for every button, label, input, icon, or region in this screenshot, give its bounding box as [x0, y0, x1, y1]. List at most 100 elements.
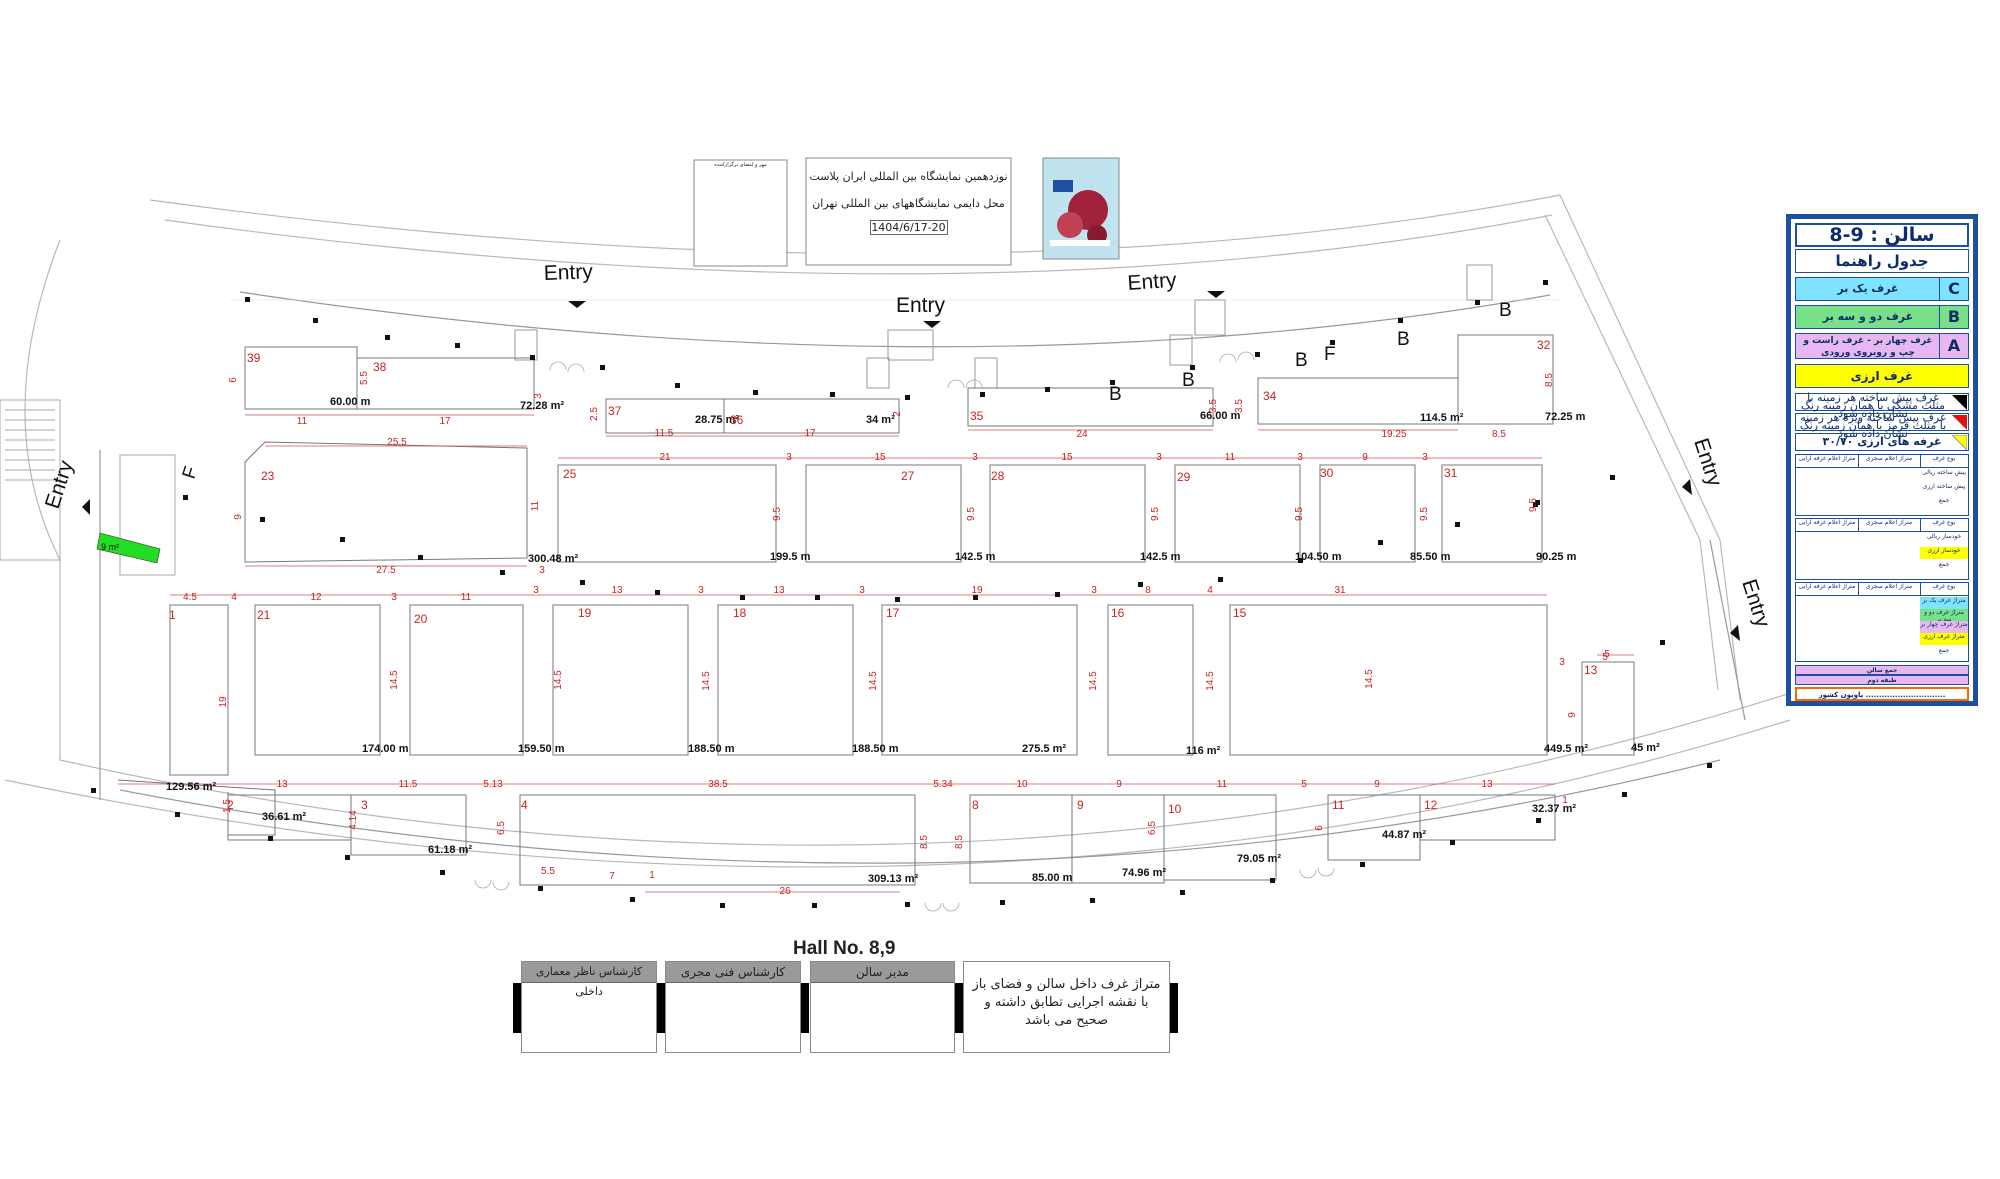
booth-number-35: 35	[970, 409, 984, 423]
legend-row-b-code: B	[1939, 306, 1968, 328]
dimension-label: 3	[391, 592, 397, 603]
signature-manager: مدیر سالن	[810, 961, 955, 1053]
dimension-label: 6	[1314, 825, 1325, 831]
dimension-label: 9.5	[966, 507, 977, 521]
booth-number-8: 8	[972, 798, 979, 812]
booth-number-17: 17	[886, 606, 900, 620]
booth-area-35: 66.00 m	[1200, 410, 1241, 422]
legend-row-a-code: A	[1939, 334, 1968, 358]
dimension-label: 21	[659, 452, 671, 463]
t3-head-2: متراژ اعلام غرفه آرایی	[1796, 583, 1859, 596]
booth-number-34: 34	[1263, 389, 1277, 403]
dimension-label: 14.5	[1088, 671, 1099, 691]
t2-row-2: جمع	[1938, 561, 1950, 568]
booth-number-38: 38	[373, 360, 387, 374]
dimension-label: 6.5	[1147, 821, 1158, 835]
legend-note-black-text: غرف پیش ساخته هر زمینه با مثلث مشکی با ه…	[1800, 391, 1946, 420]
signature-note: متراژ غرف داخل سالن و فضای باز با نقشه ا…	[963, 961, 1170, 1053]
t2-head-0: نوع غرف	[1920, 519, 1968, 532]
booth-area-21: 174.00 m	[362, 743, 409, 755]
dimension-label: 9.5	[1294, 507, 1305, 521]
exhibition-poster	[1042, 157, 1120, 260]
stamp-caption: مهر و امضای برگزارکننده	[714, 162, 767, 168]
booth-area-37: 28.75 m²	[695, 414, 739, 426]
booth-type-b-label: B	[1295, 350, 1308, 371]
dimension-label: 4.5	[183, 592, 197, 603]
sign-bar-1	[513, 983, 521, 1033]
dimension-label: 14.5	[389, 670, 400, 690]
dimension-label: 9	[233, 514, 244, 520]
t2-row-1: خودساز ارزی	[1920, 547, 1968, 559]
entry-arrows	[82, 291, 1740, 641]
legend-foreign: غرف ارزی	[1795, 364, 1969, 388]
dimension-label: 17	[804, 428, 816, 439]
dimension-label: 9	[1362, 452, 1368, 463]
booth-number-11: 11	[1332, 798, 1345, 812]
booth-row-top	[244, 334, 1554, 563]
t3-row-4: جمع	[1938, 647, 1950, 654]
entry-label: Entry	[543, 260, 593, 285]
entry-label: Entry	[1127, 269, 1178, 295]
dimension-label: 9	[1116, 779, 1122, 790]
west-stairs	[0, 399, 176, 576]
dimension-label: 13	[773, 585, 785, 596]
dimension-label: 1	[649, 870, 655, 881]
door-swings	[474, 351, 1335, 912]
columns	[91, 280, 1712, 908]
dimension-label: 9.5	[1150, 507, 1161, 521]
dimension-label: 5	[1301, 779, 1307, 790]
dimension-label: 3	[539, 565, 545, 576]
booth-type-b-label: B	[1109, 384, 1122, 405]
t3-row-0: متراژ غرف یک بر	[1920, 597, 1968, 609]
signature-note-text: متراژ غرف داخل سالن و فضای باز با نقشه ا…	[972, 977, 1161, 1028]
dimension-label: 14.5	[553, 670, 564, 690]
dimension-label: 7	[609, 871, 615, 882]
dimension-label: 11	[1225, 452, 1236, 463]
dimension-label: 4	[1207, 585, 1213, 596]
dimension-label: 8	[1145, 585, 1151, 596]
booth-area-9: 74.96 m²	[1122, 867, 1166, 879]
booth-number-20: 20	[414, 612, 428, 626]
legend-table-2: متراژ اعلام غرفه آرایی متراژ اعلام سجری …	[1795, 518, 1969, 580]
booth-area-4: 309.13 m²	[868, 873, 918, 885]
legend-footer-1: جمع سالن	[1795, 665, 1969, 675]
exhibition-dates: 1404/6/17-20	[869, 220, 948, 235]
yellow-triangle-icon	[1952, 435, 1967, 450]
dimension-label: 17	[439, 416, 451, 427]
dimension-label: 3.5	[1234, 399, 1245, 413]
legend-note-red: غرف پیش ساخته ویژه هر زمینه با مثلث قرمز…	[1795, 411, 1969, 440]
legend-footer-2: طبقه دوم	[1795, 675, 1969, 685]
dimension-label: 1.5	[222, 799, 233, 813]
t3-row-2: متراژ غرف چهار بر	[1920, 621, 1968, 633]
booth-area-31: 90.25 m	[1536, 551, 1577, 563]
dimension-label: 26	[779, 886, 791, 897]
legend-row-a-label: غرف چهار بر - غرف راست و چپ و روبروی ورو…	[1803, 336, 1933, 358]
legend-row-c: غرف یک بر C	[1795, 277, 1969, 301]
dimension-label: 2.5	[589, 407, 600, 421]
t3-row-1: متراژ غرف دو و سه بر	[1920, 609, 1968, 623]
north-stairs	[514, 264, 1493, 389]
dimension-label: 3	[972, 452, 978, 463]
t1-row-0: پیش ساخته ریالی	[1922, 469, 1966, 476]
dimension-label: 13	[276, 779, 288, 790]
legend-row-c-label: غرف یک بر	[1837, 282, 1899, 295]
t1-head-2: متراژ اعلام غرفه آرایی	[1796, 455, 1859, 468]
legend-note-red-text: غرف پیش ساخته ویژه هر زمینه با مثلث قرمز…	[1799, 411, 1947, 440]
dimension-label: 9	[1374, 779, 1380, 790]
booth-area-29: 104.50 m	[1295, 551, 1342, 563]
booth-area-F: 9 m²	[101, 542, 119, 552]
dimension-label: 8.5	[919, 835, 930, 849]
booth-number-18: 18	[733, 606, 747, 620]
dimension-label: 5	[1602, 652, 1608, 663]
booth-area-32: 72.25 m	[1545, 411, 1586, 423]
booth-row-bottom	[117, 779, 1556, 886]
dimension-label: 24	[1076, 429, 1088, 440]
booth-number-15: 15	[1233, 606, 1247, 620]
t3-head-0: نوع غرف	[1920, 583, 1968, 596]
legend-country: پاویون کشور ............................…	[1795, 687, 1969, 701]
t1-row-1: پیش ساخته ارزی	[1922, 483, 1966, 490]
booth-number-29: 29	[1177, 470, 1191, 484]
dimension-label: 11	[530, 500, 541, 511]
dimension-label: 3	[1091, 585, 1097, 596]
booth-number-2: 2	[227, 798, 234, 812]
